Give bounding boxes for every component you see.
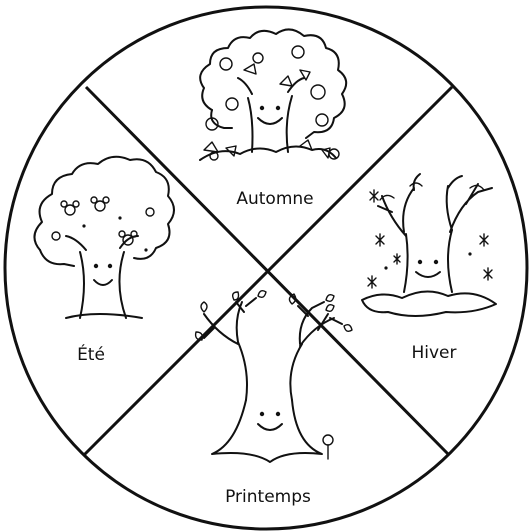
season-label-printemps: Printemps	[225, 487, 311, 507]
winter-tree-icon	[361, 173, 497, 317]
summer-tree-icon	[33, 155, 175, 319]
wheel-outline	[3, 5, 529, 531]
spring-tree-icon	[194, 289, 353, 463]
season-label-ete: Été	[77, 345, 105, 365]
season-label-automne: Automne	[236, 189, 314, 209]
divider-line-2	[82, 85, 454, 457]
autumn-tree-icon	[199, 28, 348, 161]
season-label-hiver: Hiver	[411, 343, 457, 363]
